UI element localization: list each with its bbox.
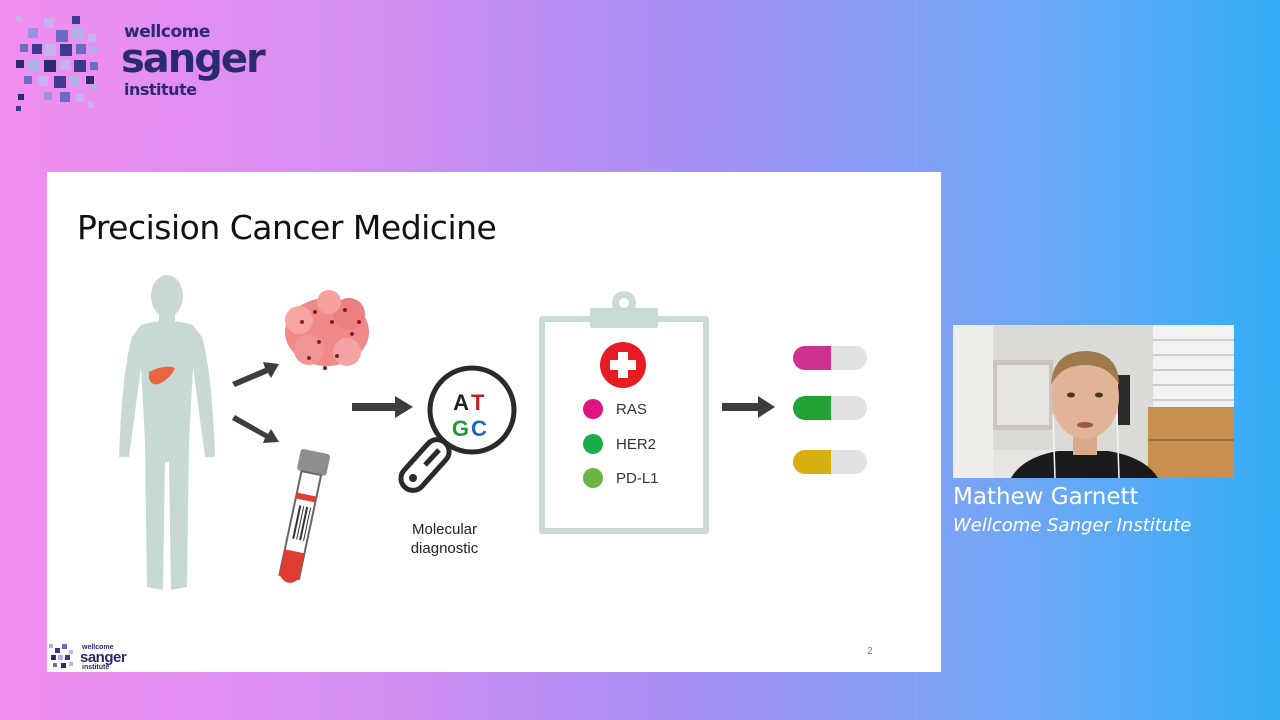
slide-title: Precision Cancer Medicine (77, 208, 497, 247)
blood-tube-icon (278, 449, 330, 583)
pill-icon-magenta (793, 346, 867, 370)
footer-logo-wellcome: wellcome (82, 644, 114, 651)
speaker-camera-image (953, 325, 1234, 478)
marker-dot-her2 (583, 434, 603, 454)
slide-illustration: A T G C (119, 275, 867, 590)
pixel-grid-icon (49, 644, 73, 668)
arrow-icon (232, 362, 279, 443)
arrow-icon (352, 396, 413, 418)
slide-footer-logo: wellcome sanger institute (47, 640, 147, 672)
marker-dot-pdl1 (583, 468, 603, 488)
logo-sanger-text: sanger (121, 36, 266, 82)
logo-institute-text: institute (124, 80, 197, 99)
pill-icon-green (793, 396, 867, 420)
marker-label-her2: HER2 (616, 436, 657, 453)
presentation-slide: Precision Cancer Medicine (47, 172, 941, 672)
human-body-icon (119, 275, 215, 590)
dna-letter-t: T (471, 390, 485, 415)
marker-label-ras: RAS (616, 401, 647, 418)
marker-dot-ras (583, 399, 603, 419)
medical-cross-icon (600, 342, 646, 388)
pill-icon-yellow (793, 450, 867, 474)
tumor-tissue-icon (285, 290, 369, 370)
footer-logo-institute: institute (82, 664, 110, 671)
dna-letter-g: G (452, 416, 469, 441)
footer-logo-sanger: sanger (80, 649, 127, 666)
pixel-grid-icon (16, 16, 98, 111)
liver-icon (149, 366, 175, 385)
arrow-icon (722, 396, 775, 418)
molecular-diagnostic-label: Molecular diagnostic (410, 521, 479, 557)
magnifier-icon (398, 365, 517, 493)
speaker-name: Mathew Garnett (953, 484, 1139, 510)
slide-page-number: 2 (867, 646, 873, 657)
speaker-organization: Wellcome Sanger Institute (953, 515, 1192, 536)
sanger-logo: wellcome sanger institute (14, 14, 304, 114)
dna-letter-c: C (471, 416, 487, 441)
marker-label-pdl1: PD-L1 (616, 470, 659, 487)
logo-wellcome-text: wellcome (124, 22, 210, 42)
speaker-video (953, 325, 1234, 478)
dna-letter-a: A (453, 390, 469, 415)
